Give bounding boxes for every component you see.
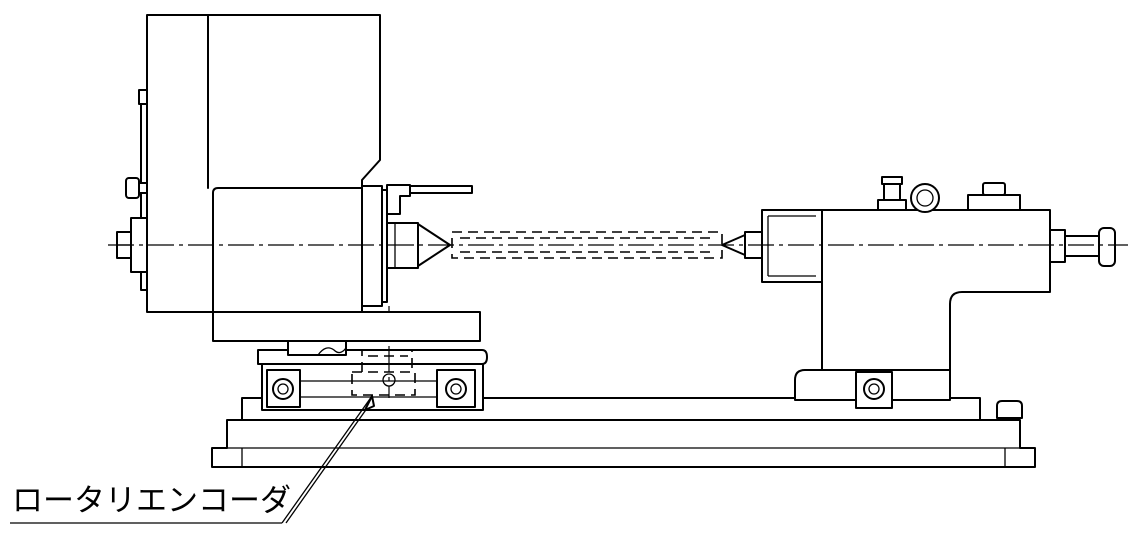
headstock-foot-break [317,347,347,356]
clamp-knob-icon [982,182,1006,196]
base-lower [211,419,1036,468]
bolt-right-inner-icon [450,383,462,395]
side-knob-stem [138,182,148,194]
tailstock [721,176,1116,409]
tailstock-bolt-icon [863,378,885,400]
encoder-callout: ロータリエンコーダ [10,395,375,524]
leader-arrowhead [364,395,375,411]
clamp-knob-base [967,194,1021,211]
leader-line [281,395,373,524]
encoder-body-outline [351,371,416,396]
tailstock-bolt-seat [855,371,893,409]
handwheel-knob-icon [1098,227,1116,267]
lubricator-body [883,183,901,201]
tailstock-body [821,209,1051,371]
tailstock-quill-detail [767,215,816,277]
tailstock-quill-housing [761,209,823,283]
base-stop-knob [996,400,1023,419]
tailstock-bolt-inner-icon [868,383,880,395]
bolt-left-inner-icon [277,383,289,395]
side-tab [138,89,148,105]
flange-bracket [386,184,411,215]
lubricator-base [877,199,907,211]
lubricator-cap [881,176,903,185]
encoder-label: ロータリエンコーダ [12,483,291,519]
handwheel-hub [1049,229,1066,263]
carriage-bolt-seat-left [266,369,301,408]
spindle-flange [361,185,383,307]
pressure-gauge-dial-icon [916,189,934,207]
pressure-gauge-icon [910,183,940,213]
headstock-base [212,311,481,342]
side-knob-icon [125,177,140,199]
leader-line-secondary [285,403,371,524]
encoder-upper-outline [361,349,413,372]
bolt-left-icon [272,378,294,400]
headstock [116,14,481,356]
spindle-housing [212,187,363,313]
bracket-rod [409,185,473,194]
carriage-bolt-seat-right [436,369,476,408]
headstock-base-foot [287,340,347,356]
bolt-right-icon [445,378,467,400]
handwheel-shaft [1064,235,1100,257]
